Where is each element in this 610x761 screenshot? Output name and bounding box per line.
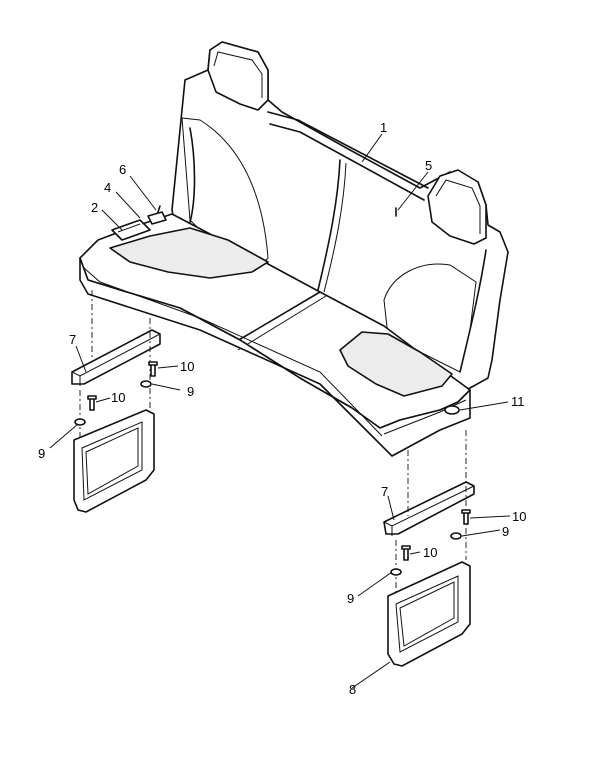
callout-1: 1 — [380, 120, 387, 135]
callout-2: 2 — [91, 200, 98, 215]
left-lower-washer — [74, 418, 86, 426]
right-upper-bolt — [461, 509, 471, 525]
callout-10-right-upper: 10 — [512, 509, 526, 524]
right-seat-insert — [340, 332, 452, 396]
right-lower-bolt — [401, 545, 411, 561]
left-headrest — [207, 41, 269, 111]
left-frame-bracket — [73, 409, 155, 513]
callout-10-left-lower: 10 — [111, 390, 125, 405]
callout-5: 5 — [425, 158, 432, 173]
leader-lines — [49, 133, 511, 689]
release-handle — [444, 405, 460, 415]
right-lower-washer — [390, 568, 402, 576]
seatbelt-buckle — [111, 205, 167, 241]
seat-front-apron — [79, 257, 471, 457]
callout-9-left-upper: 9 — [187, 384, 194, 399]
right-mounting-hardware — [383, 430, 475, 667]
left-upper-bolt — [148, 361, 158, 377]
callout-7-right: 7 — [381, 484, 388, 499]
left-upper-washer — [140, 380, 152, 388]
right-headrest — [427, 169, 487, 245]
callout-labels: 1 2 4 5 6 7 7 8 9 9 9 9 10 10 10 10 11 — [38, 120, 526, 697]
bench-seat-assembly — [79, 41, 509, 457]
left-lower-bolt — [87, 395, 97, 411]
callout-4: 4 — [104, 180, 111, 195]
right-upper-washer — [450, 532, 462, 540]
callout-9-right-upper: 9 — [502, 524, 509, 539]
callout-6: 6 — [119, 162, 126, 177]
callout-9-left-lower: 9 — [38, 446, 45, 461]
callout-10-left-upper: 10 — [180, 359, 194, 374]
callout-8: 8 — [349, 682, 356, 697]
callout-11: 11 — [511, 394, 525, 409]
callout-7-left: 7 — [69, 332, 76, 347]
callout-10-right-lower: 10 — [423, 545, 437, 560]
left-mounting-hardware — [71, 290, 161, 513]
right-frame-bracket — [387, 561, 471, 667]
callout-9-right-lower: 9 — [347, 591, 354, 606]
